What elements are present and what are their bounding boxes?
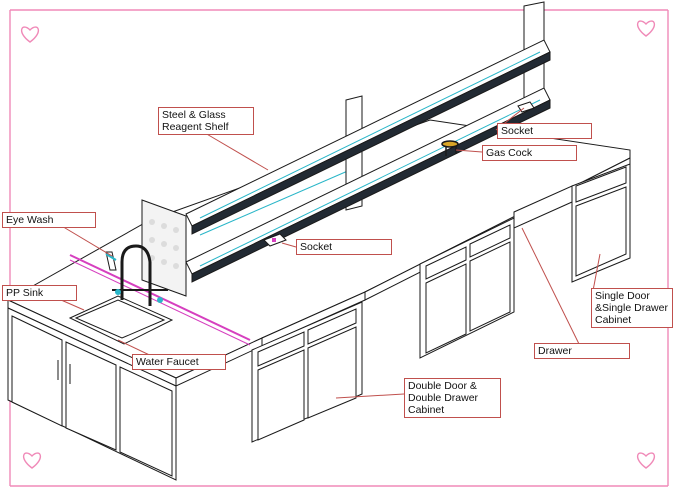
callout-double-door-cabinet: Double Door & Double Drawer Cabinet — [404, 378, 501, 418]
heart-icon — [637, 452, 655, 469]
single-door-cabinet — [513, 163, 631, 283]
callout-gas-cock: Gas Cock — [482, 145, 577, 161]
callout-socket-top: Socket — [497, 123, 592, 139]
middle-cabinet — [419, 217, 515, 359]
heart-icon — [21, 26, 39, 43]
double-door-cabinet — [251, 301, 363, 443]
socket-icon — [263, 233, 287, 247]
callout-water-faucet: Water Faucet — [132, 354, 226, 370]
callout-pp-sink: PP Sink — [2, 285, 77, 301]
callout-socket-mid: Socket — [296, 239, 392, 255]
water-faucet — [112, 244, 168, 306]
eye-wash — [105, 251, 117, 271]
callout-single-door-cabinet: Single Door &Single Drawer Cabinet — [591, 288, 673, 328]
callout-eye-wash: Eye Wash — [2, 212, 96, 228]
pp-sink — [68, 295, 174, 345]
heart-icon — [637, 20, 655, 37]
decorative-frame — [9, 9, 669, 487]
gas-cock-icon — [441, 140, 459, 156]
heart-icon — [23, 452, 41, 469]
callout-drawer: Drawer — [534, 343, 630, 359]
callout-reagent-shelf: Steel & Glass Reagent Shelf — [158, 107, 254, 135]
sink-cabinet — [7, 307, 177, 481]
reagent-shelf — [141, 1, 551, 297]
